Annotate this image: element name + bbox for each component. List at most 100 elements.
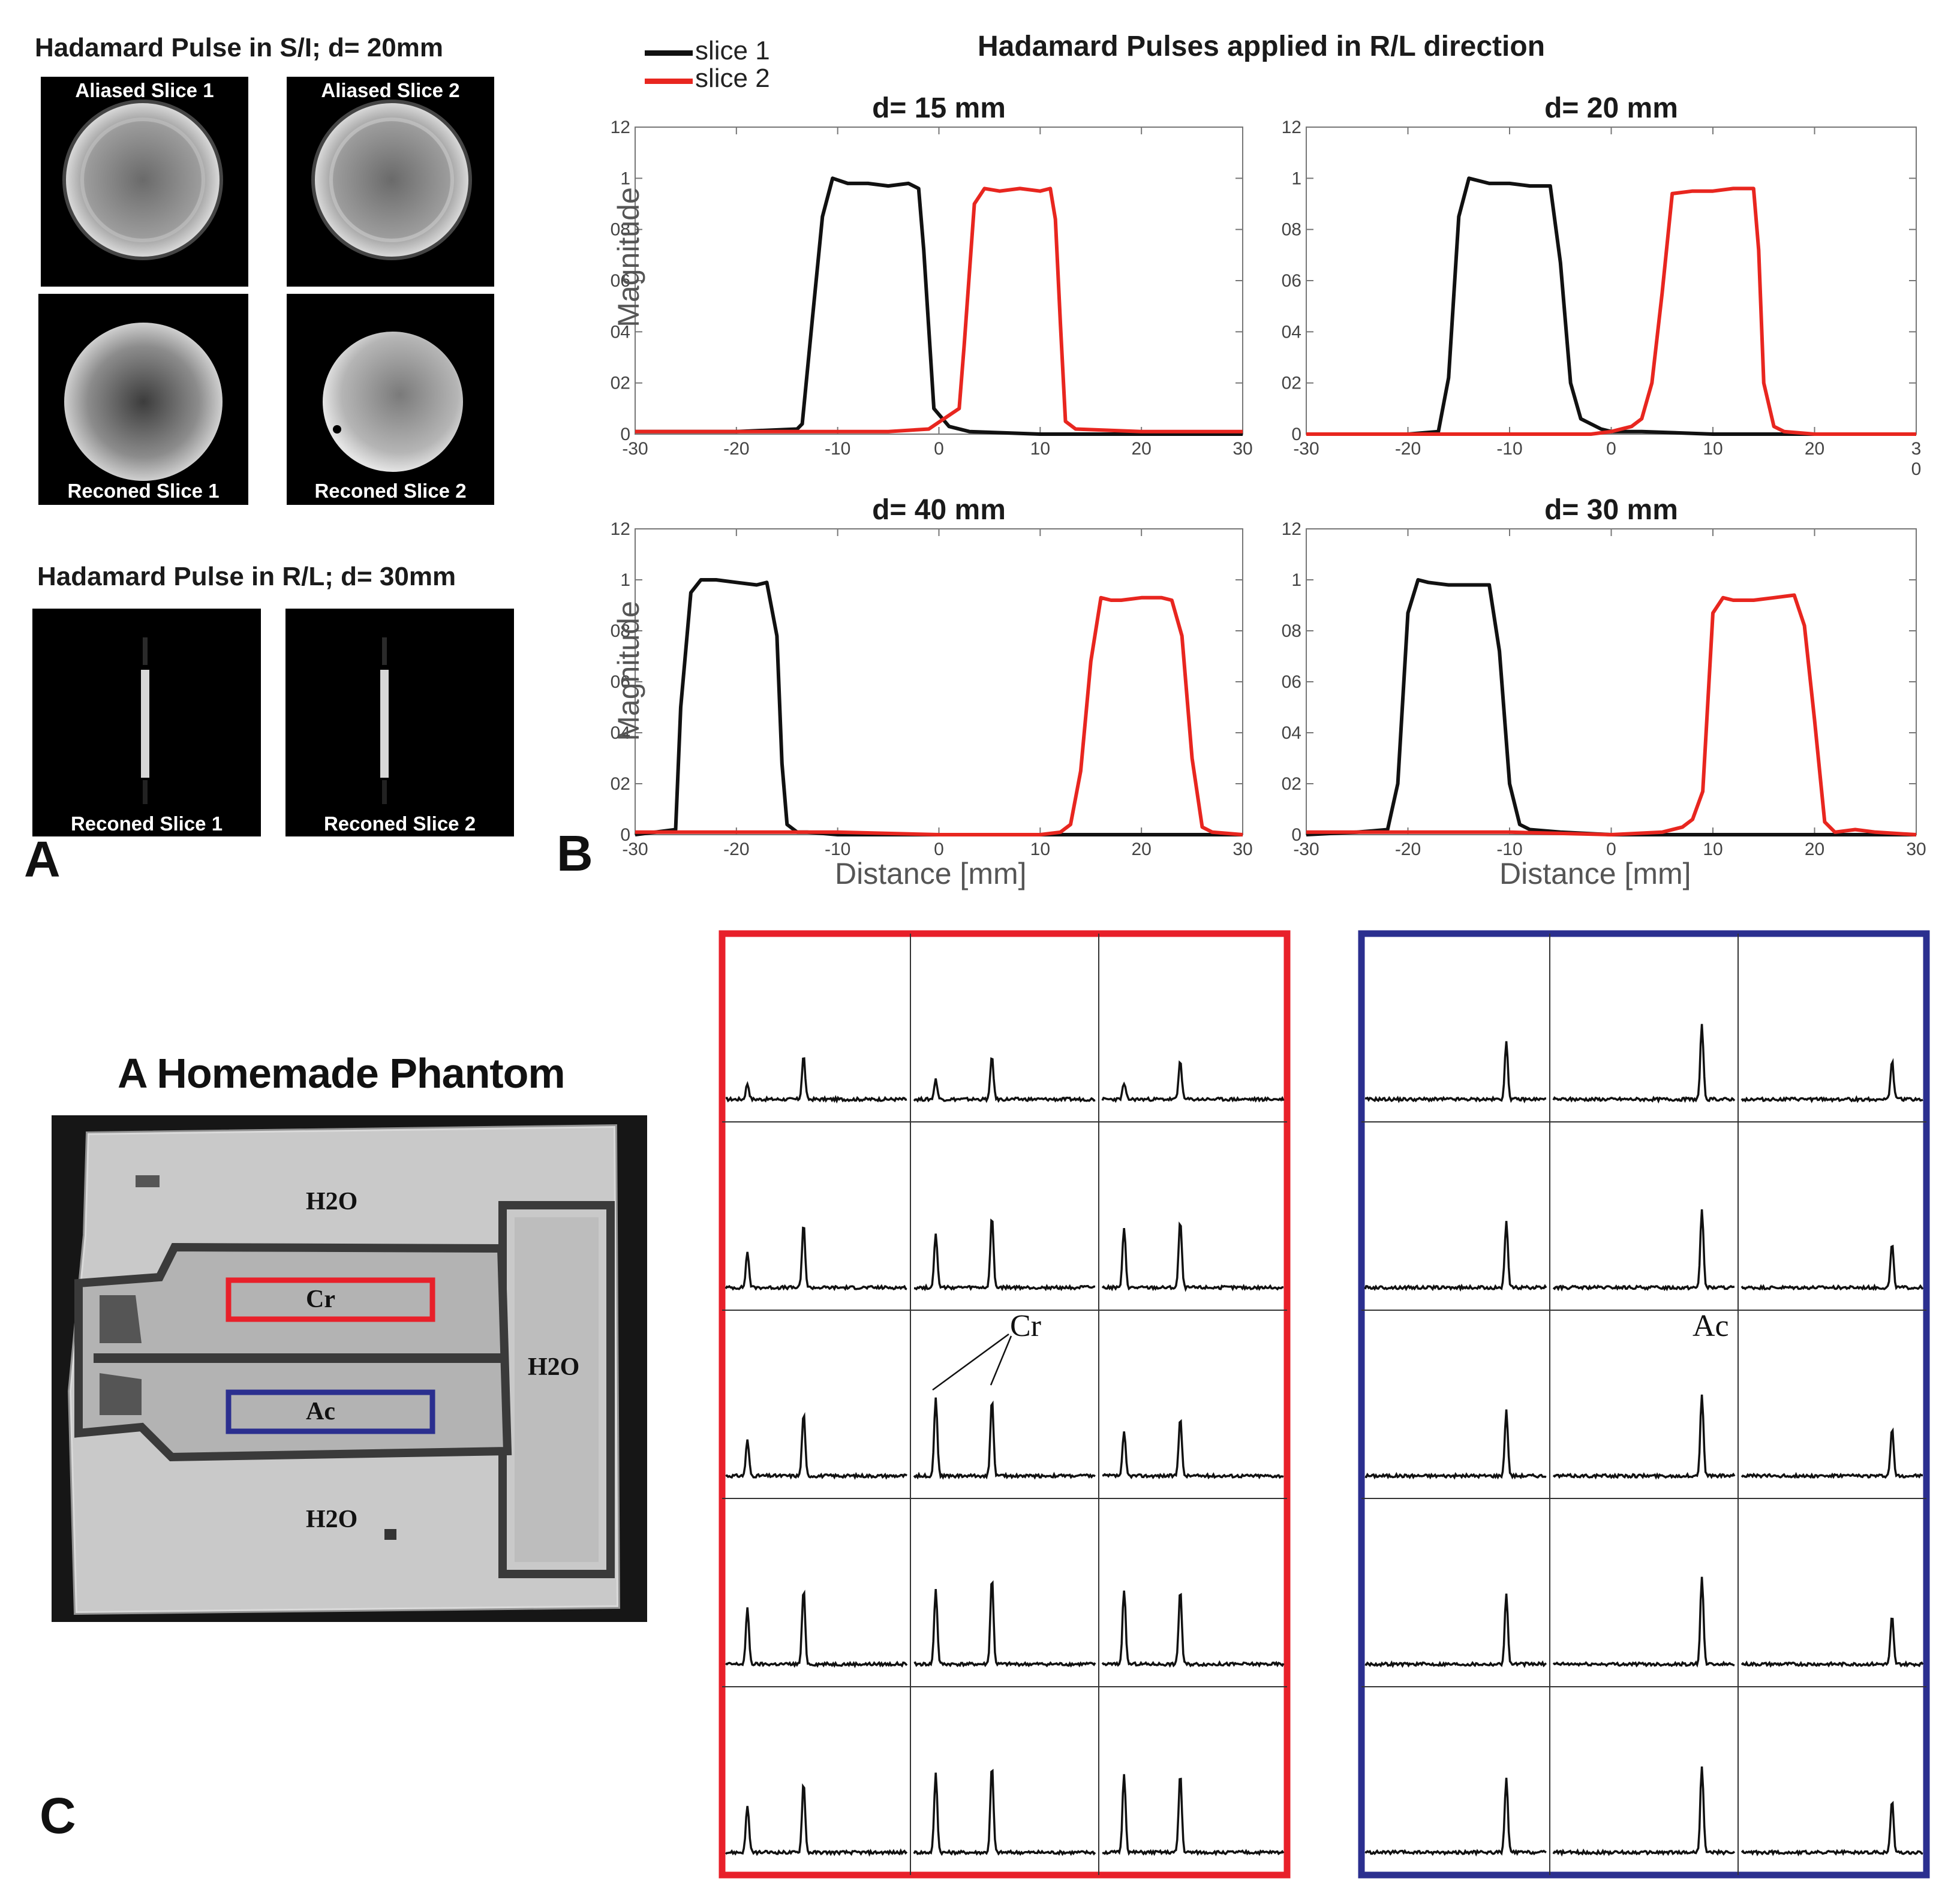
spectrum-trace [1740,1427,1923,1479]
spectrum-trace [1364,1593,1547,1668]
x-tick-label: -10 [825,439,850,459]
spectrum-trace [913,1768,1096,1856]
rl-reconed-slice-2-label: Reconed Slice 2 [323,812,476,835]
x-tick-label: 0 [934,839,944,859]
y-tick-label: 06 [1282,672,1301,692]
x-tick-label: 30 [1232,839,1252,859]
y-tick-label: 12 [1282,519,1301,539]
spectrum-trace [1101,1590,1285,1668]
spectrum-trace [913,1397,1096,1480]
spectrum-trace [1102,1419,1284,1480]
spectrum-trace [1364,1409,1547,1480]
panel-a-title-rl: Hadamard Pulse in R/L; d= 30mm [37,562,456,591]
spectrum-trace [1552,1394,1736,1480]
y-tick-label: 04 [1282,723,1301,743]
y-tick-label: 06 [1282,271,1301,291]
spectrum-trace [913,1580,1096,1668]
chart-frame [635,528,1243,835]
y-tick-label: 02 [611,374,630,393]
y-tick-label: 0 [1291,825,1301,845]
x-tick-label: 0 [1606,839,1616,859]
y-tick-label: 04 [1282,322,1301,342]
x-tick-label: -30 [1293,439,1319,459]
ac-label: Ac [306,1398,335,1425]
series-line-slice-1 [1306,578,1916,836]
y-tick-label: 0 [620,825,630,845]
series-line-slice-2 [635,595,1243,836]
y-tick-label: 06 [611,271,630,291]
x-tick-label: 20 [1131,439,1151,459]
cr-spectra-grid-frame [719,930,1291,1879]
series-line-slice-2 [1306,186,1916,436]
y-tick-label: 04 [611,322,630,342]
ac-spectra-grid [1358,930,1930,1879]
spectrum-trace [1552,1766,1736,1857]
legend: slice 1 slice 2 [645,36,783,94]
cr-roi-box [226,1277,435,1322]
spectrum-trace [1101,1221,1284,1292]
y-tick-label: 02 [611,774,630,794]
aliased-slice-2-label: Aliased Slice 2 [321,79,460,101]
y-tick-label: 08 [611,621,630,641]
spectrum-trace [725,1226,907,1292]
chart-title: d= 40 mm [872,494,1006,526]
x-tick-label: -10 [1496,839,1522,859]
reconed-slice-2-label: Reconed Slice 2 [314,480,467,502]
aliased-slice-1-label: Aliased Slice 1 [75,79,214,101]
phantom-image: H2O Cr H2O Ac H2O [52,1115,647,1622]
mri-rl-reconed-slice-1: Reconed Slice 1 [32,609,261,836]
x-tick-label: -20 [1395,839,1421,859]
spectrum-trace [1102,1774,1285,1856]
x-axis-label-left: Distance [mm] [835,857,1027,890]
series-line-slice-2 [635,186,1243,434]
phantom-title: A Homemade Phantom [118,1050,566,1097]
legend-swatch-slice-1 [645,50,693,56]
x-tick-label: -20 [723,439,749,459]
spectrum-trace [1552,1576,1735,1668]
panel-b-letter: B [557,825,593,881]
x-tick-label: 0 [1606,439,1616,459]
x-tick-label: -30 [622,439,648,459]
y-tick-label: 12 [1282,118,1301,137]
chart-frame [1306,127,1917,435]
mri-rl-reconed-slice-2: Reconed Slice 2 [285,609,514,836]
y-tick-label: 0 [620,425,630,444]
y-tick-label: 1 [1291,570,1301,590]
h2o-bottom-label: H2O [306,1506,358,1533]
y-tick-label: 08 [1282,220,1301,240]
reconed-slice-1-label: Reconed Slice 1 [67,480,220,502]
panel-a-letter: A [24,831,61,887]
x-tick-label: 10 [1703,439,1722,459]
spectrum-trace [725,1590,908,1669]
legend-label-slice-1: slice 1 [695,36,770,65]
y-tick-label: 1 [620,570,630,590]
panel-a-title-si: Hadamard Pulse in S/I; d= 20mm [35,33,444,62]
spectrum-trace [913,1057,1096,1103]
y-tick-label: 02 [1282,374,1301,393]
y-tick-label: 12 [611,519,630,539]
cr-label: Cr [306,1286,335,1313]
x-tick-label: -30 [1293,839,1319,859]
cr-peak-annotation: Cr [1010,1309,1041,1343]
spectrum-trace [725,1412,908,1480]
spectrum-trace [1740,1244,1924,1291]
x-tick-label: 0 [934,439,944,459]
cr-spectra-grid [719,930,1291,1879]
mri-reconed-slice-1: Reconed Slice 1 [38,294,248,505]
ac-roi-box [226,1389,435,1434]
x-tick-label: -10 [1496,439,1522,459]
spectrum-trace [1364,1777,1547,1857]
spectra-grids [719,930,1930,1879]
spectrum-trace [1552,1209,1734,1292]
ac-spectra-grid-frame [1358,930,1930,1879]
chart-frame [635,127,1243,435]
spectrum-trace [1740,1801,1923,1856]
y-tick-label: 04 [611,723,630,743]
mri-aliased-slice-1: Aliased Slice 1 [41,77,248,287]
x-tick-label: 20 [1805,439,1824,459]
x-tick-label: 30 [1232,439,1252,459]
